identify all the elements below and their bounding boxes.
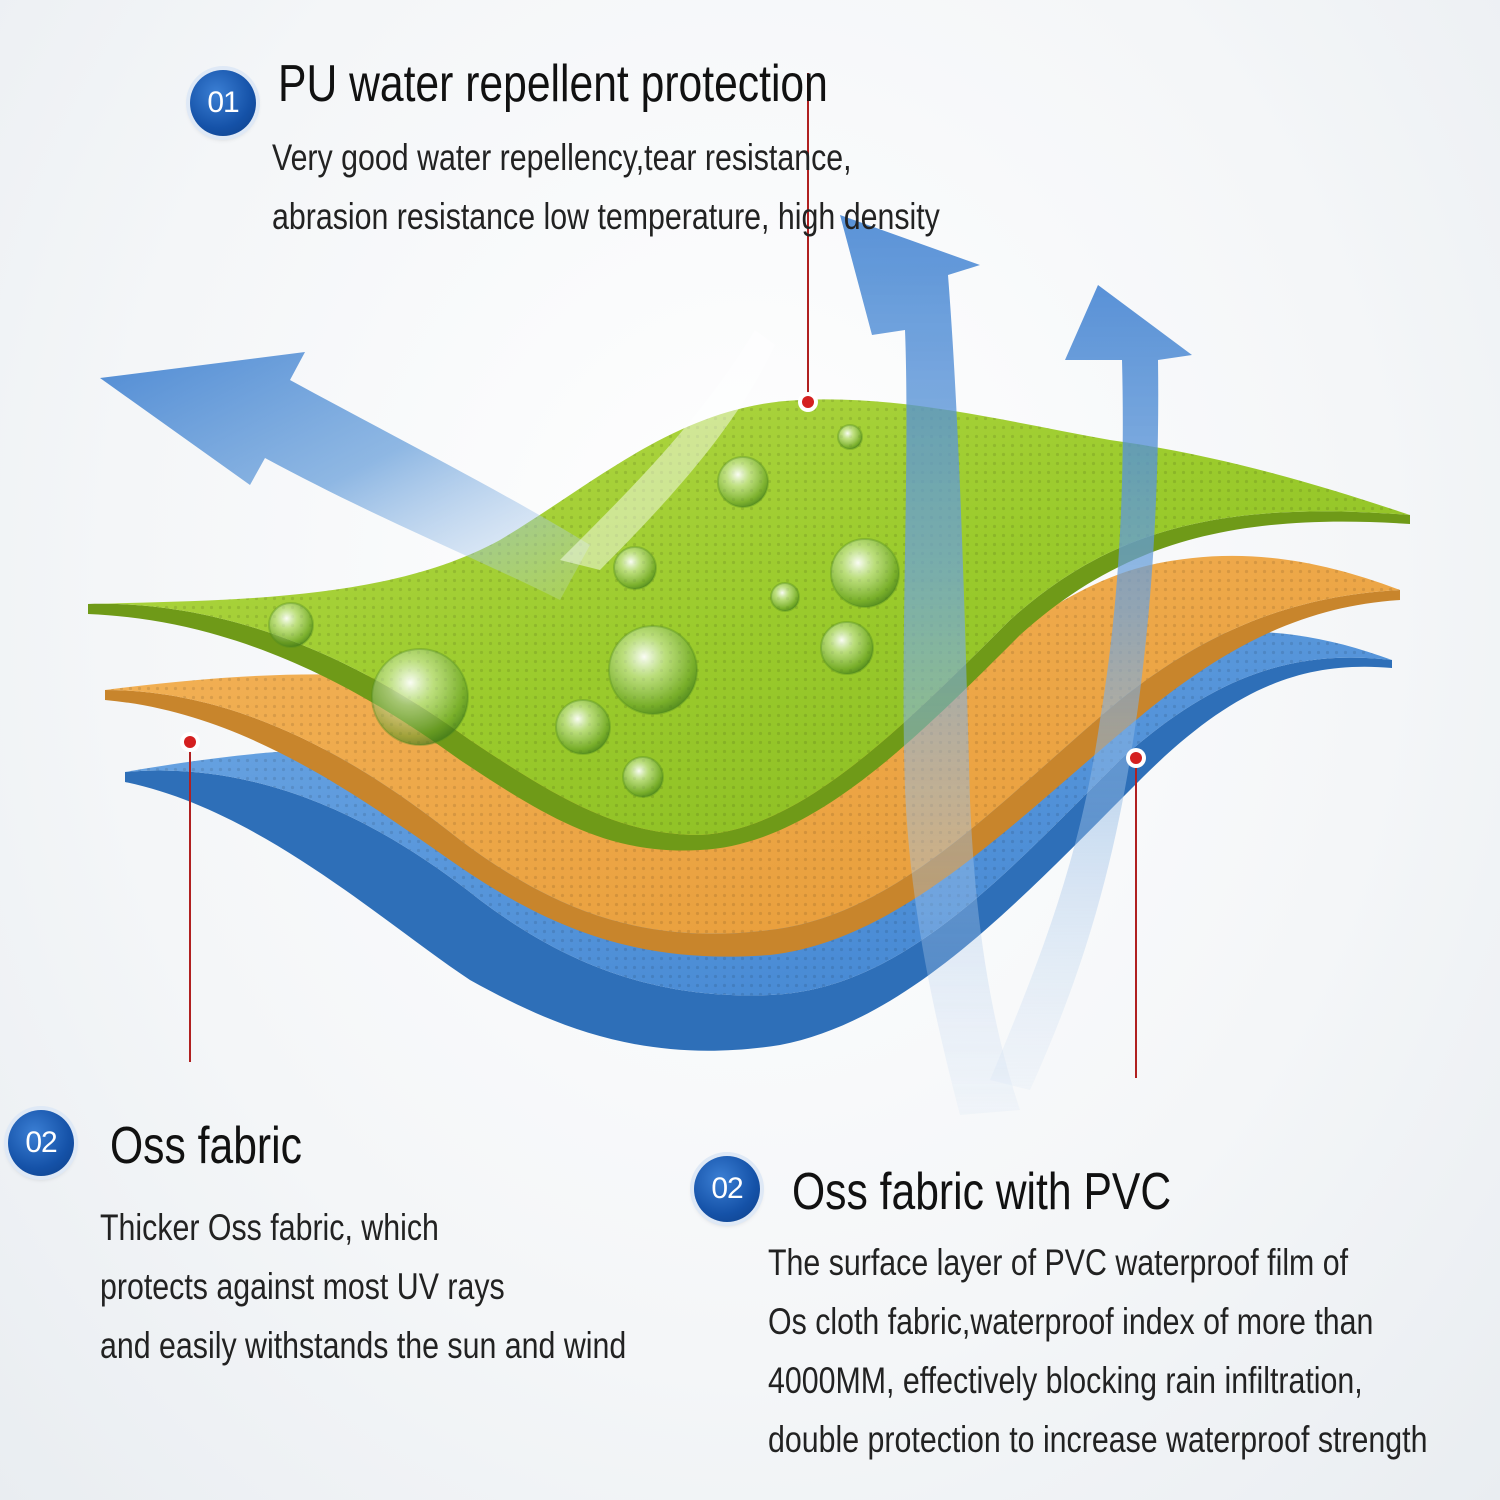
- description-line: Thicker Oss fabric, which: [100, 1207, 439, 1248]
- oss-fabric-title: Oss fabric: [110, 1117, 302, 1175]
- oss-pvc-description: The surface layer of PVC waterproof film…: [768, 1233, 1427, 1469]
- airflow-arrow-right: [990, 285, 1192, 1090]
- pu-protection-description: Very good water repellency,tear resistan…: [272, 128, 940, 246]
- oss-pvc-title: Oss fabric with PVC: [792, 1163, 1172, 1221]
- badge-01: 01: [190, 70, 256, 136]
- oss-fabric-description: Thicker Oss fabric, which protects again…: [100, 1198, 626, 1375]
- description-line: The surface layer of PVC waterproof film…: [768, 1242, 1349, 1283]
- water-droplets: [268, 424, 900, 798]
- description-line: and easily withstands the sun and wind: [100, 1325, 627, 1366]
- description-line: Os cloth fabric,waterproof index of more…: [768, 1301, 1374, 1342]
- pointer-line-right: [1126, 748, 1146, 1078]
- description-line: 4000MM, effectively blocking rain infilt…: [768, 1360, 1363, 1401]
- badge-02-pvc: 02: [694, 1156, 760, 1222]
- description-line: Very good water repellency,tear resistan…: [272, 137, 852, 178]
- badge-02-oss: 02: [8, 1110, 74, 1176]
- airflow-arrow-left: [100, 352, 590, 600]
- pointer-line-top: [798, 73, 818, 412]
- description-line: abrasion resistance low temperature, hig…: [272, 196, 940, 237]
- pointer-line-left: [180, 732, 200, 1062]
- top-green-layer: [88, 399, 1410, 851]
- pu-protection-title: PU water repellent protection: [278, 55, 828, 113]
- description-line: protects against most UV rays: [100, 1266, 505, 1307]
- description-line: double protection to increase waterproof…: [768, 1419, 1428, 1460]
- airflow-arrow-center: [560, 215, 1020, 1115]
